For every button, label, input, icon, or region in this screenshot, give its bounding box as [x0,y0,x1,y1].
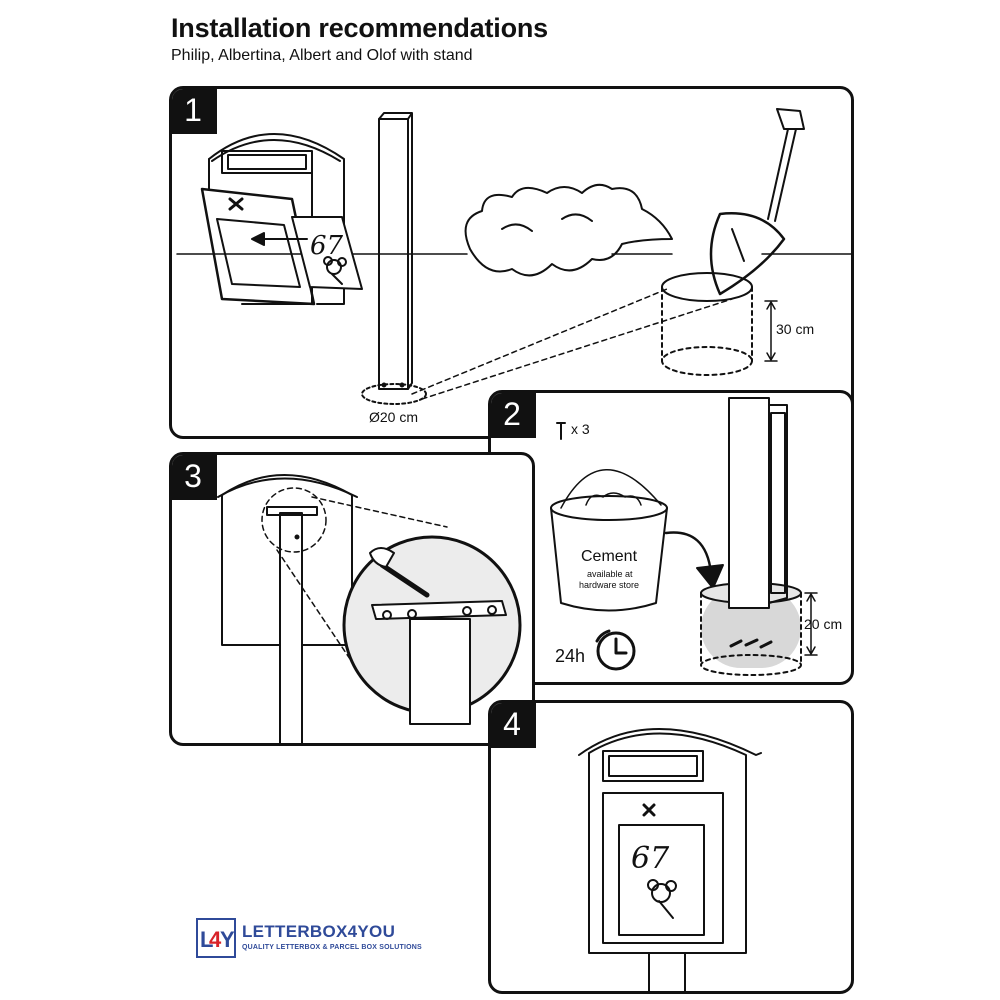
shovel-icon [709,108,805,296]
page-title: Installation recommendations [171,13,548,43]
cement-label: Cement [581,548,638,565]
hole-icon [661,272,778,376]
step-4-badge: 4 [491,703,536,748]
step-3-panel: 3 [169,452,535,746]
diameter-label: Ø20 cm [369,409,419,425]
hole-depth-label: 30 cm [776,321,815,337]
post-icon [361,112,427,405]
screw-icon [556,422,566,440]
post-in-cement-icon [700,397,818,676]
step-4-panel: 67 4 [488,700,854,994]
bracket-icon [371,600,507,725]
step-1-illustration: 67 [176,108,851,405]
step-2-badge: 2 [491,393,536,438]
screw-count-label: x 3 [571,421,590,437]
bucket-icon [550,469,668,612]
step-3-illustration [217,474,522,743]
step-3-badge: 3 [172,455,217,500]
logo-tagline: QUALITY LETTERBOX & PARCEL BOX SOLUTIONS [242,944,422,951]
step-2-illustration [550,397,818,676]
cement-note-line2: hardware store [579,580,640,590]
page-subtitle: Philip, Albertina, Albert and Olof with … [171,47,473,64]
cure-time-label: 24h [555,646,586,666]
magnifier-icon [342,535,522,725]
svg-text:L: L [200,927,213,952]
logo-mark-icon: L 4 Y [196,918,236,958]
logo-name: LETTERBOX4YOU [242,922,396,941]
clock-icon [595,629,636,671]
brand-logo: L 4 Y LETTERBOX4YOU QUALITY LETTERBOX & … [196,918,436,964]
finished-letterbox-icon: 67 [578,728,762,991]
bush-icon [464,183,673,277]
plate-number: 67 [310,231,344,261]
step-1-badge: 1 [172,89,217,134]
svg-text:4: 4 [209,927,222,952]
cement-note-line1: available at [587,569,633,579]
step-2-panel: 2 x 3 Cement available at hardware store… [488,390,854,685]
step-4-illustration: 67 [578,728,762,991]
letterbox-icon: 67 [200,133,363,306]
step-1-panel: 67 [169,86,854,439]
house-number: 67 [631,841,670,876]
cement-depth-label: 20 cm [804,616,843,632]
svg-text:Y: Y [220,927,234,952]
